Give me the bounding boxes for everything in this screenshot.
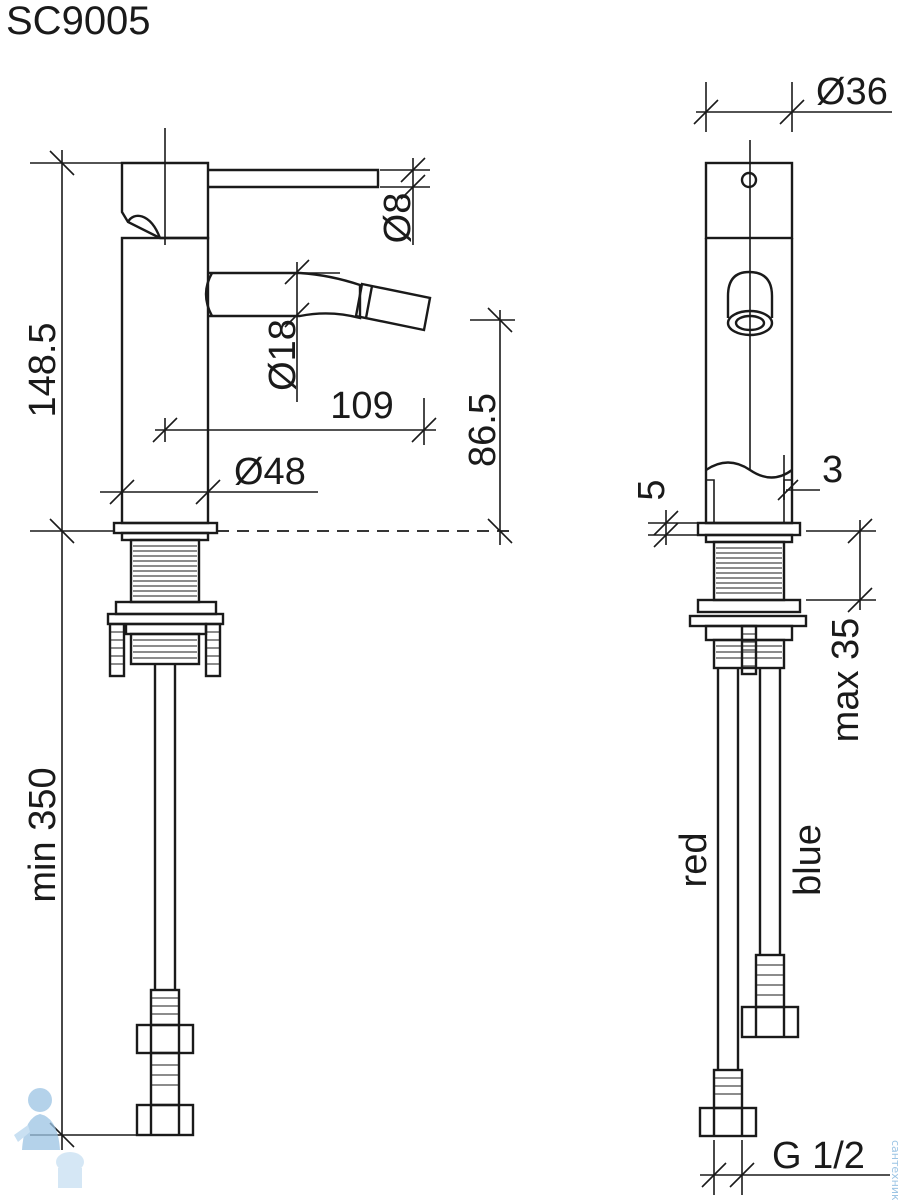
dim-side-diameter: Ø36 xyxy=(816,71,888,113)
plumber-logo xyxy=(14,1088,84,1188)
dim-spout-diameter: Ø18 xyxy=(262,319,304,391)
dim-deck-thickness: max 35 xyxy=(825,618,867,743)
dim-height-spout: 86.5 xyxy=(462,393,504,467)
front-view xyxy=(106,128,432,1137)
hose-red-label: red xyxy=(673,833,715,888)
dim-hose-length: min 350 xyxy=(22,767,64,902)
connection-thread-label: G 1/2 xyxy=(772,1135,865,1177)
front-shank-thread xyxy=(133,545,197,597)
model-title: SC9005 xyxy=(6,0,151,43)
dim-spout-reach: 109 xyxy=(330,385,393,427)
front-dimensions xyxy=(30,150,515,1150)
dim-3: 3 xyxy=(822,449,843,491)
side-view xyxy=(688,140,808,1138)
dim-5: 5 xyxy=(631,479,673,500)
watermark-text: сантехника.рф xyxy=(889,1140,900,1200)
dim-body-diameter: Ø48 xyxy=(234,451,306,493)
dim-lever-diameter: Ø8 xyxy=(377,193,419,244)
side-dimensions xyxy=(648,82,892,1195)
hose-blue-label: blue xyxy=(787,824,829,896)
dim-height-total: 148.5 xyxy=(22,322,64,417)
side-shank-thread xyxy=(716,547,782,594)
